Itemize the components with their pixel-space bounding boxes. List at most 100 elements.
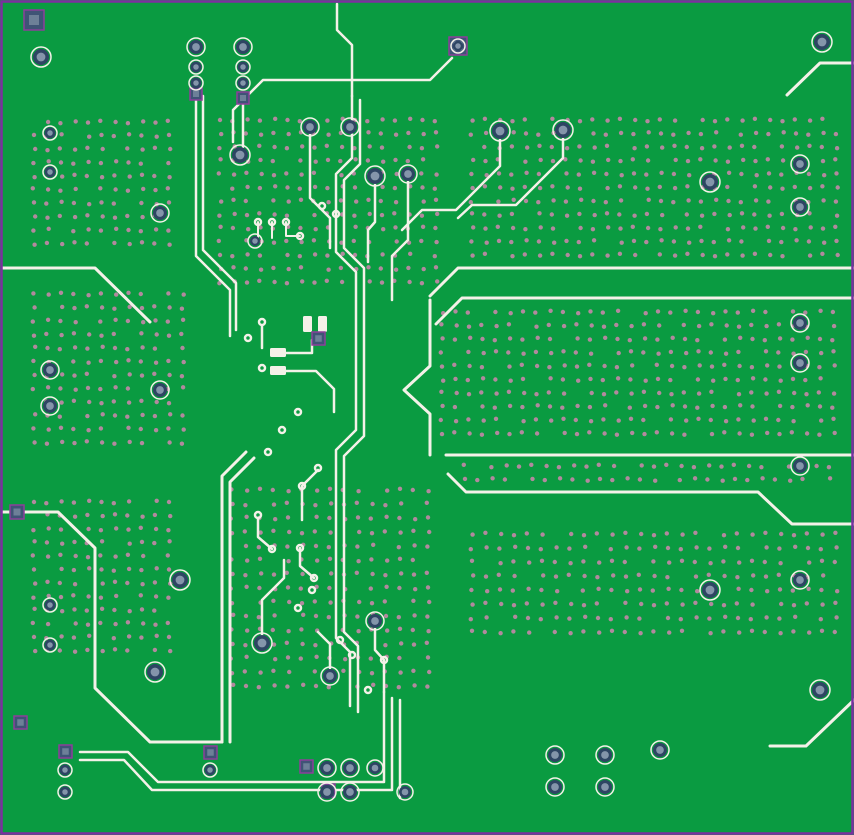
thermal-dot [645, 225, 651, 231]
thermal-dot [152, 304, 157, 309]
thermal-dot [98, 228, 104, 233]
thermal-dot [651, 464, 657, 469]
thermal-dot [113, 119, 118, 125]
thermal-dot [139, 635, 144, 640]
thermal-dot [397, 515, 402, 521]
thermal-dot [85, 385, 91, 391]
thermal-dot [526, 586, 531, 591]
thermal-dot [482, 251, 488, 256]
via-hole [796, 359, 804, 367]
thermal-dot [777, 431, 782, 437]
thermal-dot [639, 463, 644, 468]
thermal-dot [749, 322, 754, 328]
thermal-dot [125, 213, 130, 219]
thermal-dot [739, 171, 744, 177]
thermal-dot [722, 404, 728, 410]
thermal-dot [127, 241, 132, 247]
via-halo [300, 117, 320, 137]
thermal-dot [232, 211, 237, 217]
thermal-dot [498, 185, 503, 190]
thermal-dot [329, 571, 334, 576]
thermal-dot [577, 254, 583, 259]
thermal-dot [608, 617, 613, 622]
testpoint-ring [297, 481, 307, 491]
thermal-dot [482, 212, 487, 217]
thermal-dot [257, 143, 262, 148]
thermal-dot [762, 629, 767, 635]
thermal-dot [125, 580, 130, 586]
thermal-dot [561, 416, 566, 421]
thermal-dot [410, 557, 415, 563]
thermal-dot [619, 173, 624, 178]
thermal-dot [685, 226, 691, 231]
thermal-dot [285, 252, 290, 258]
thermal-dot [778, 378, 783, 383]
thermal-dot [493, 416, 499, 421]
thermal-dot [831, 416, 836, 421]
thermal-dot [723, 376, 728, 382]
thermal-dot [615, 336, 620, 342]
thermal-dot [140, 214, 145, 220]
via-hole [175, 575, 185, 585]
thermal-dot [271, 198, 276, 203]
via-hole [551, 783, 559, 791]
thermal-dot [550, 184, 555, 189]
thermal-dot [421, 199, 426, 204]
thermal-dot [711, 239, 716, 245]
thermal-dot [72, 345, 78, 350]
thermal-dot [58, 527, 64, 532]
thermal-dot [641, 417, 646, 423]
thermal-dot [547, 365, 552, 370]
thermal-dot [86, 159, 91, 165]
thermal-dot [99, 606, 105, 611]
thermal-dot [671, 171, 677, 177]
via-halo [40, 396, 60, 416]
thermal-dot [623, 600, 628, 605]
thermal-dot [629, 391, 634, 396]
thermal-dot [298, 197, 304, 202]
thermal-dot [479, 365, 485, 370]
thermal-dot [725, 227, 731, 232]
thermal-dot [398, 530, 403, 535]
signal-trace [366, 182, 377, 264]
thermal-dot [30, 553, 35, 558]
thermal-dot [707, 463, 712, 468]
thermal-dot [57, 146, 62, 151]
thermal-dot [165, 620, 170, 626]
thermal-dot [392, 118, 398, 123]
thermal-dot [618, 198, 624, 203]
thermal-dot [641, 389, 647, 394]
plane-outline [0, 510, 224, 744]
thermal-dot [353, 157, 358, 162]
thermal-dot [672, 253, 678, 258]
thermal-dot [87, 134, 92, 139]
via-halo [650, 740, 670, 760]
thermal-dot [817, 432, 822, 437]
thermal-dot [313, 643, 318, 648]
thermal-dot [44, 441, 50, 446]
thermal-dot [168, 412, 173, 417]
thermal-dot [614, 322, 619, 328]
thermal-dot [438, 350, 443, 355]
thermal-dot [492, 338, 497, 343]
thermal-dot [231, 682, 236, 687]
thermal-dot [622, 559, 627, 565]
thermal-dot [284, 570, 289, 575]
thermal-dot [166, 358, 171, 364]
thermal-dot [550, 158, 556, 164]
thermal-dot [614, 432, 620, 437]
thermal-dot [100, 146, 105, 152]
thermal-dot [793, 544, 798, 549]
thermal-dot [383, 503, 388, 508]
thermal-dot [552, 629, 557, 635]
thermal-dot [396, 615, 401, 620]
thermal-dot [32, 242, 37, 247]
thermal-dot [520, 337, 525, 342]
thermal-dot [466, 349, 471, 355]
thermal-dot [834, 213, 840, 218]
thermal-dot [521, 351, 526, 356]
thermal-dot [484, 615, 489, 620]
thermal-dot [299, 172, 304, 177]
testpoint-ring [267, 544, 277, 554]
